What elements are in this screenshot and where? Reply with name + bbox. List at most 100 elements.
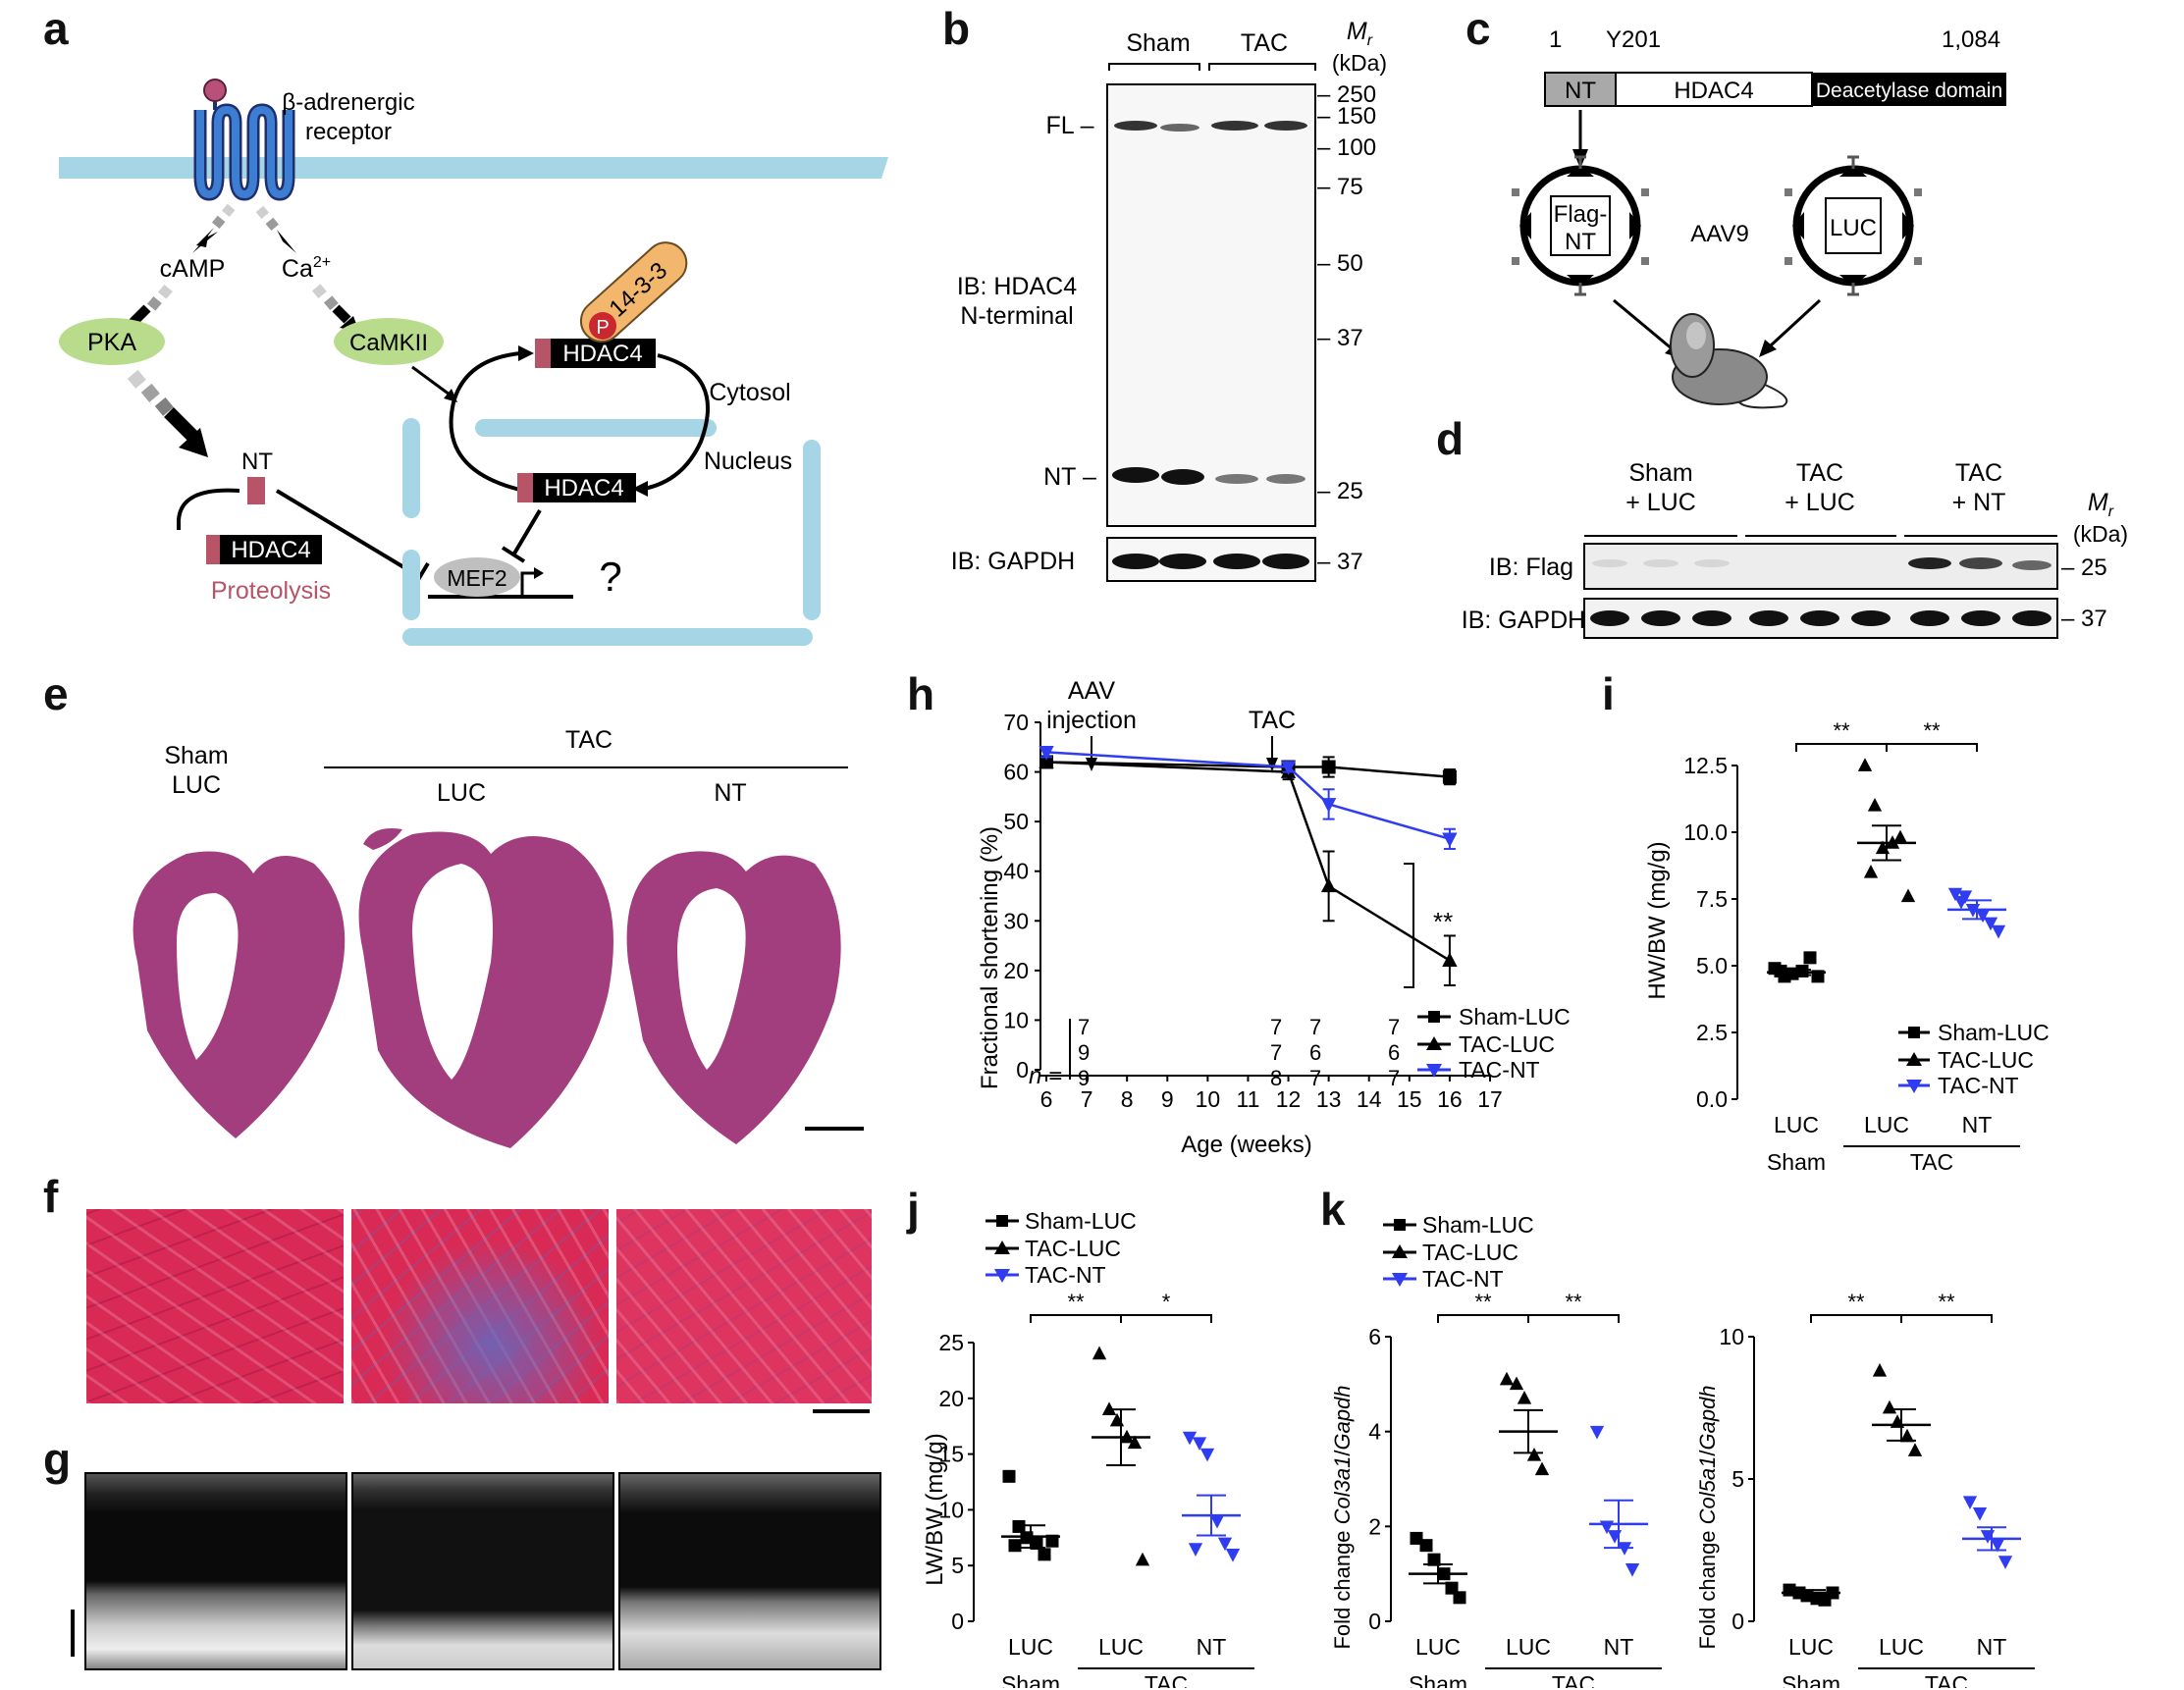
j-point: [1135, 1552, 1150, 1566]
nucleus-envelope: [402, 418, 821, 646]
ib-hdac4-label: IB: HDAC4: [957, 273, 1077, 300]
j-point: [1199, 1448, 1215, 1462]
k1-point: [1526, 1448, 1542, 1461]
h-xtick-label: 10: [1196, 1086, 1221, 1112]
svg-text:7: 7: [1270, 1015, 1282, 1039]
svg-text:6: 6: [1309, 1040, 1321, 1065]
e-luc-label: LUC: [437, 779, 486, 807]
k1-point: [1534, 1461, 1550, 1476]
j-point: [1038, 1548, 1051, 1561]
k-right-ylabel: Fold change Col5a1/Gapdh: [1695, 1385, 1720, 1649]
h-aav-label-2: injection: [1046, 707, 1137, 734]
panel-c-construct: 1 Y201 1,084 NT HDAC4 Deacetylase domain…: [1512, 26, 2006, 409]
mef2-label: MEF2: [447, 565, 506, 591]
k1-sig-label: **: [1565, 1290, 1582, 1314]
panel-label-e: e: [43, 668, 69, 719]
j-ytick-label: 25: [938, 1330, 964, 1355]
arrow-to-camp: [192, 203, 236, 253]
hdac4-fragment-pink: [206, 535, 220, 564]
h-sig-bracket: [1404, 863, 1414, 988]
h-point: [1442, 769, 1457, 784]
h-point: [1320, 877, 1337, 893]
cycle-left-arc: [449, 351, 525, 493]
k1-point: [1589, 1425, 1605, 1440]
hdac4-nuc-label: HDAC4: [544, 475, 623, 502]
aav9-label: AAV9: [1690, 221, 1749, 247]
svg-text:TAC-LUC: TAC-LUC: [1422, 1240, 1518, 1265]
k1-point: [1410, 1531, 1423, 1545]
question-mark: ?: [599, 554, 621, 600]
i-cat-label: LUC: [1864, 1112, 1909, 1137]
h-ytick-label: 30: [1003, 908, 1029, 933]
i-ytick-label: 12.5: [1683, 753, 1728, 778]
j-cat-label: LUC: [1098, 1634, 1144, 1660]
j-sig-bracket: [1030, 1314, 1122, 1323]
hdac4-fragment-black: [220, 535, 322, 564]
j-point: [1188, 1543, 1203, 1557]
h-ylabel: Fractional shortening (%): [977, 826, 1003, 1089]
j-point: [1045, 1534, 1059, 1548]
i-point: [1983, 917, 1998, 931]
j-point: [1030, 1536, 1043, 1550]
k1-sig-label: **: [1474, 1290, 1492, 1314]
j-point: [1217, 1537, 1233, 1552]
k1-point: [1509, 1376, 1524, 1391]
d-marker-37: – 37: [2061, 606, 2107, 632]
p-label: P: [596, 317, 609, 339]
k2-sig-bracket: [1810, 1314, 1902, 1323]
hdac4-cyto-black: [551, 339, 656, 368]
k-legend: Sham-LUC TAC-LUC TAC-NT: [1383, 1212, 1534, 1292]
i-legend: Sham-LUC TAC-LUC TAC-NT: [1898, 1020, 2050, 1098]
i-point: [1953, 895, 1969, 910]
svg-text:7: 7: [1388, 1066, 1400, 1090]
panel-label-a: a: [43, 3, 69, 54]
nt-fragment: [247, 477, 265, 504]
i-ylabel: HW/BW (mg/g): [1644, 841, 1671, 999]
h-point: [1321, 760, 1336, 774]
j-point: [1192, 1437, 1207, 1452]
svg-text:– 100: – 100: [1317, 134, 1376, 161]
h-ytick-label: 20: [1003, 958, 1029, 983]
h-point: [1039, 746, 1054, 761]
i-ytick-label: 10.0: [1683, 819, 1728, 845]
svg-text:– 37: – 37: [1317, 549, 1363, 575]
flag-nt-label-1: Flag-: [1554, 201, 1608, 228]
d-group3-line2: + NT: [1952, 489, 2006, 516]
svg-text:– 250: – 250: [1317, 81, 1376, 108]
panel-label-c: c: [1465, 3, 1491, 54]
cytosol-label: Cytosol: [709, 379, 790, 406]
k2-point: [1962, 1496, 1978, 1509]
svg-text:7: 7: [1309, 1066, 1321, 1090]
panel-label-i: i: [1602, 668, 1615, 719]
ib-hdac4-label-2: N-terminal: [960, 302, 1073, 330]
h-xtick-label: 14: [1357, 1086, 1382, 1112]
i-ytick-label: 5.0: [1696, 953, 1728, 978]
j-point: [1182, 1431, 1198, 1446]
j-cat-label: NT: [1197, 1634, 1227, 1660]
fl-bands: [1114, 121, 1307, 132]
d-group3-line1: TAC: [1955, 459, 2002, 487]
h-xtick-label: 7: [1081, 1086, 1093, 1112]
gapdh-bands: [1112, 554, 1309, 569]
kda-label: (kDa): [1332, 50, 1387, 76]
echo-sham: [84, 1472, 347, 1670]
promoter-arrow: [520, 571, 536, 597]
proteolysis-curve: [177, 488, 240, 530]
svg-text:– 50: – 50: [1317, 250, 1363, 277]
panel-a-diagram: β-adrenergic receptor cAMP Ca2+ PKA CaMK…: [59, 79, 888, 646]
nt-domain-label: NT: [1565, 78, 1596, 104]
k2-sig-label: **: [1938, 1290, 1955, 1314]
h-aav-label-1: AAV: [1068, 677, 1115, 705]
svg-text:Sham-LUC: Sham-LUC: [1422, 1212, 1534, 1238]
ib-gapdh-label: IB: GAPDH: [951, 548, 1075, 575]
flag-nt-label-2: NT: [1565, 229, 1596, 255]
hdac4-domain-label: HDAC4: [1674, 78, 1753, 104]
k2-sig-bracket: [1900, 1314, 1993, 1323]
h-sig: **: [1433, 907, 1453, 936]
tac-bracket: [1208, 63, 1316, 71]
svg-text:7: 7: [1388, 1015, 1400, 1039]
